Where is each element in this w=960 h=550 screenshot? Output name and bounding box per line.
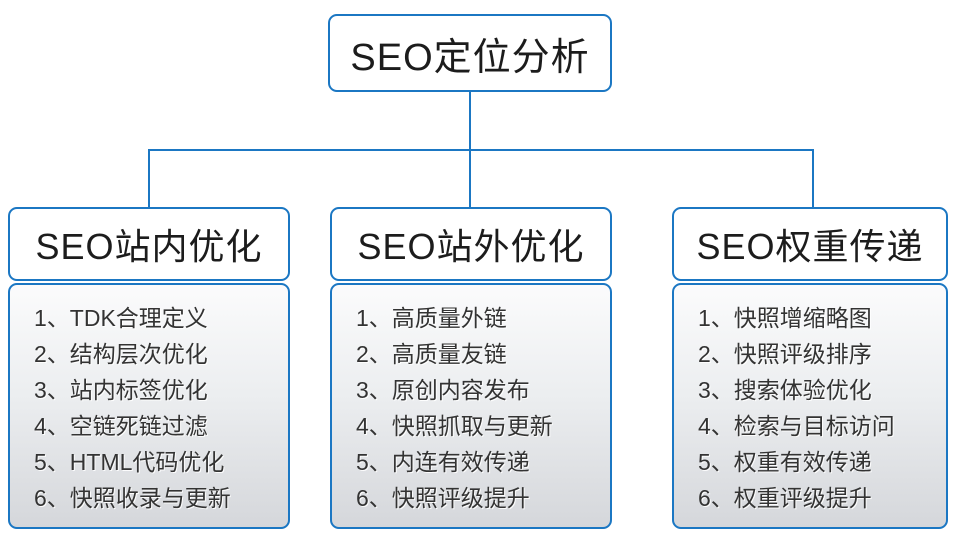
list-item: 4、空链死链过滤 (34, 413, 208, 439)
list-item: 3、站内标签优化 (34, 377, 208, 403)
column-weight-header-label: SEO权重传递 (696, 226, 924, 267)
connector-col2-vertical (469, 149, 471, 207)
list-item: 1、快照增缩略图 (698, 305, 872, 331)
list-item: 1、高质量外链 (356, 305, 507, 331)
list-item: 3、原创内容发布 (356, 377, 530, 403)
list-item: 6、快照评级提升 (356, 485, 530, 511)
list-item: 6、快照收录与更新 (34, 485, 231, 511)
list-item: 5、HTML代码优化 (34, 449, 225, 475)
list-item: 2、快照评级排序 (698, 341, 872, 367)
list-item: 4、检索与目标访问 (698, 413, 895, 439)
list-item: 4、快照抓取与更新 (356, 413, 553, 439)
list-item: 5、内连有效传递 (356, 449, 530, 475)
list-item: 5、权重有效传递 (698, 449, 872, 475)
column-weight-header: SEO权重传递 (672, 207, 948, 281)
connector-root-vertical (469, 92, 471, 150)
root-node-label: SEO定位分析 (350, 36, 590, 79)
column-onsite-panel: 1、TDK合理定义 2、结构层次优化 3、站内标签优化 4、空链死链过滤 5、H… (8, 283, 290, 529)
column-offsite-panel: 1、高质量外链 2、高质量友链 3、原创内容发布 4、快照抓取与更新 5、内连有… (330, 283, 612, 529)
connector-col3-vertical (812, 149, 814, 207)
list-item: 1、TDK合理定义 (34, 305, 208, 331)
list-item: 3、搜索体验优化 (698, 377, 872, 403)
column-onsite-header-label: SEO站内优化 (35, 226, 263, 267)
list-item: 6、权重评级提升 (698, 485, 872, 511)
list-item: 2、结构层次优化 (34, 341, 208, 367)
list-item: 2、高质量友链 (356, 341, 507, 367)
column-onsite-header: SEO站内优化 (8, 207, 290, 281)
connector-col1-vertical (148, 149, 150, 207)
column-offsite-header-label: SEO站外优化 (357, 226, 585, 267)
root-node: SEO定位分析 (328, 14, 612, 92)
column-weight-panel: 1、快照增缩略图 2、快照评级排序 3、搜索体验优化 4、检索与目标访问 5、权… (672, 283, 948, 529)
column-offsite-header: SEO站外优化 (330, 207, 612, 281)
connector-horizontal (148, 149, 814, 151)
